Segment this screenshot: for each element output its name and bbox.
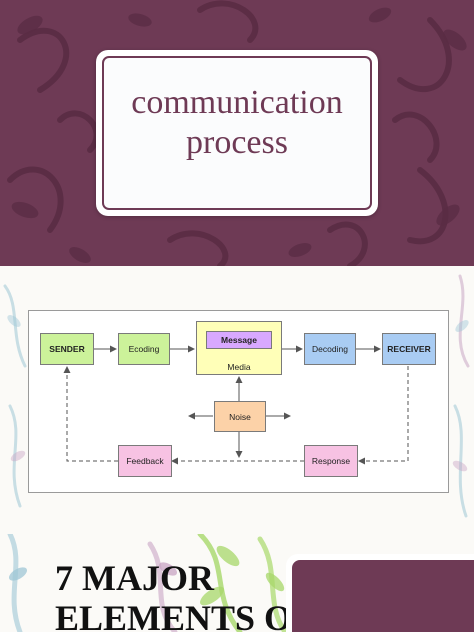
sender-node: SENDER (40, 333, 94, 365)
elements-heading: 7 MAJOR ELEMENTS OF (55, 558, 314, 632)
title-card: communication process (96, 50, 378, 216)
content-card-fill (292, 560, 474, 632)
heading-line-2: ELEMENTS OF (55, 598, 315, 632)
title-slide: communication process (0, 0, 474, 266)
elements-slide: 7 MAJOR ELEMENTS OF (0, 534, 474, 632)
heading-line-1: 7 MAJOR (55, 558, 214, 598)
diagram-slide: SENDER Ecoding Media Message Decoding RE… (0, 266, 474, 534)
message-label: Message (221, 335, 257, 345)
green-leaf-background (7, 534, 288, 632)
encoding-label: Ecoding (128, 344, 160, 354)
response-node: Response (304, 445, 358, 477)
noise-node: Noise (214, 401, 266, 432)
decoding-node: Decoding (304, 333, 356, 365)
floral-background (7, 0, 467, 266)
communication-diagram: SENDER Ecoding Media Message Decoding RE… (28, 310, 449, 493)
diagram-connectors (63, 345, 409, 465)
light-floral-background (3, 274, 470, 518)
title-card-border: communication process (102, 56, 372, 210)
feedback-node: Feedback (118, 445, 172, 477)
arrow-receiver-response (358, 366, 409, 465)
decoding-label: Decoding (312, 344, 348, 354)
sender-label: SENDER (49, 344, 85, 354)
response-label: Response (311, 456, 351, 466)
slide-title: communication process (104, 83, 370, 163)
media-label: Media (227, 362, 251, 372)
feedback-label: Feedback (126, 456, 164, 466)
message-node: Message (206, 331, 272, 349)
content-card (286, 554, 474, 632)
noise-label: Noise (229, 411, 251, 422)
receiver-label: RECEIVER (387, 344, 431, 354)
encoding-node: Ecoding (118, 333, 170, 365)
title-line-2: process (186, 124, 288, 161)
title-line-1: communication (131, 84, 343, 121)
receiver-node: RECEIVER (382, 333, 436, 365)
arrow-feedback-sender (63, 366, 118, 462)
